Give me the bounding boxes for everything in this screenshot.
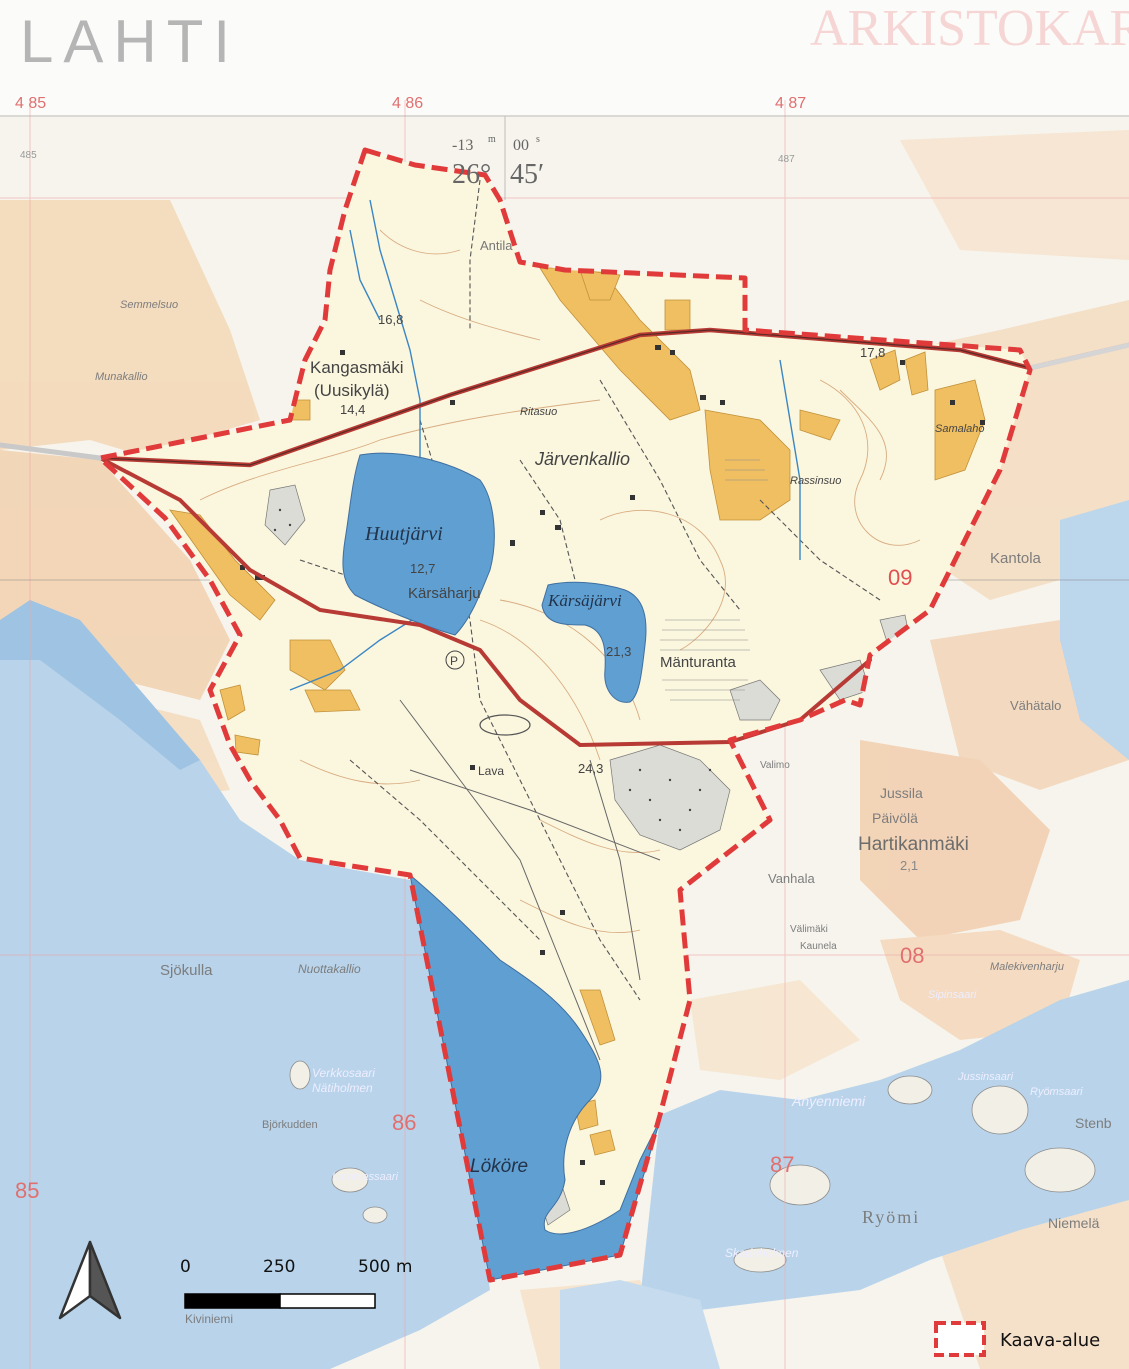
elev-4: 21,3 [606, 644, 631, 659]
lake-huutjarvi [342, 452, 495, 636]
label-natiholmen: Nätiholmen [312, 1081, 373, 1095]
label-vahatalo: Vähätalo [1010, 698, 1061, 713]
label-ryomsaari: Ryömsaari [1030, 1086, 1083, 1098]
label-verkkosaari: Verkkosaari [312, 1066, 375, 1080]
planning-area-fill [100, 150, 1030, 1280]
label-bjorkudden: Björkudden [262, 1119, 318, 1131]
label-lava: Lava [478, 764, 504, 778]
label-kangasmaki: Kangasmäki [310, 358, 404, 377]
scalebar-segment-black [184, 1293, 281, 1309]
label-ritasuo: Ritasuo [520, 406, 557, 418]
label-vanhala: Vanhala [768, 871, 816, 886]
label-kiviniemi: Kiviniemi [185, 1312, 233, 1326]
elev-6: 17,8 [860, 345, 885, 360]
label-hartikanmaki: Hartikanmäki [858, 834, 969, 855]
label-anyenniemi: Anyenniemi [791, 1093, 866, 1109]
label-lammassaari: Lammassaari [332, 1171, 399, 1183]
legend-swatch-boundary [934, 1321, 986, 1357]
grid-label-08: 08 [900, 943, 924, 968]
label-kantola: Kantola [990, 550, 1042, 567]
grid-label-small-1: 485 [20, 150, 37, 161]
label-lokore: Lököre [470, 1156, 528, 1177]
label-niemela: Niemelä [1048, 1215, 1100, 1231]
grid-label-85: 85 [15, 1178, 39, 1203]
grid-label-top-2: 4 86 [392, 95, 423, 112]
field-hatching [660, 459, 768, 701]
label-sjokulla: Sjökulla [160, 962, 213, 979]
streams [289, 199, 801, 691]
scalebar-segment-white [279, 1293, 376, 1309]
grid-label-86: 86 [392, 1110, 416, 1135]
label-karsaharju: Kärsäharju [408, 585, 481, 602]
legend-label: Kaava-alue [1000, 1330, 1100, 1351]
scalebar-tick-500: 500 m [358, 1257, 412, 1277]
label-antila: Antila [480, 238, 513, 253]
elev-7: 2,1 [900, 858, 918, 873]
label-uusikyla: (Uusikylä) [314, 381, 390, 400]
outer-place-labels: Kantola Vähätalo Jussila Päivölä Hartika… [95, 299, 1112, 1326]
label-samalaho: Samalaho [935, 423, 985, 435]
parking-icon-glyph: P [450, 654, 458, 668]
label-jarvenkallio: Järvenkallio [534, 449, 630, 469]
coord-lat-s-unit: s [536, 134, 540, 145]
label-manturanta: Mänturanta [660, 654, 737, 671]
elev-5: 24,3 [578, 761, 603, 776]
coord-lat-sec: 00 [513, 137, 529, 154]
coord-lon-min: 45′ [510, 159, 544, 190]
faded-stamp: ARKISTOKARTTA [810, 0, 1129, 57]
elevation-labels: 16,8 14,4 12,7 21,3 24,3 17,8 2,1 [340, 312, 918, 873]
place-labels: Kangasmäki (Uusikylä) Järvenkallio Huutj… [310, 238, 985, 1177]
elev-1: 16,8 [378, 312, 403, 327]
rock-dots [273, 508, 712, 832]
elev-2: 14,4 [340, 402, 365, 417]
scalebar-tick-0: 0 [180, 1257, 191, 1277]
parking-icon [445, 650, 465, 670]
scalebar: 0 250 500 m [180, 1257, 412, 1309]
label-paivola: Päivölä [872, 810, 918, 826]
legend: Kaava-alue [934, 1321, 1100, 1357]
label-ryomi: Ryömi [862, 1207, 920, 1227]
label-semmelsuo: Semmelsuo [120, 299, 178, 311]
tracks [399, 699, 661, 1061]
coord-lat-minutes: -13 [452, 137, 473, 154]
contour-lines [199, 229, 921, 934]
label-valimo: Valimo [760, 760, 790, 771]
label-munakallio: Munakallio [95, 371, 148, 383]
grid-label-top-3: 4 87 [775, 95, 806, 112]
label-skadaholmen: Skadaholmen [725, 1246, 799, 1260]
label-jussila: Jussila [880, 785, 923, 801]
planning-area-boundary [97, 147, 1033, 1283]
grid-label-87: 87 [770, 1152, 794, 1177]
label-nuottakallio: Nuottakallio [298, 962, 361, 976]
scalebar-tick-250: 250 [263, 1257, 295, 1277]
label-malekivenharju: Malekivenharju [990, 961, 1064, 973]
label-jussinsaari: Jussinsaari [957, 1071, 1014, 1083]
coord-lon-deg: 26° [452, 159, 491, 190]
north-arrow-icon [58, 1240, 122, 1320]
label-rassinsuo: Rassinsuo [790, 475, 841, 487]
coord-lat-m-unit: m [488, 134, 496, 145]
label-sipinsaari: Sipinsaari [928, 989, 977, 1001]
grid-label-small-2: 487 [778, 154, 795, 165]
lake-karsajarvi [541, 581, 647, 703]
map-title: LAHTI [20, 8, 240, 75]
label-huutjarvi: Huutjärvi [364, 523, 443, 545]
elev-3: 12,7 [410, 561, 435, 576]
label-valimaki: Välimäki [790, 924, 828, 935]
yellow-zones [169, 267, 986, 1156]
grid-label-09: 09 [888, 565, 912, 590]
top-margin [0, 0, 1129, 115]
label-karsajarvi: Kärsäjärvi [547, 591, 622, 610]
grid-label-top-1: 4 85 [15, 95, 46, 112]
label-stenb: Stenb [1075, 1115, 1112, 1131]
label-kaunela: Kaunela [800, 941, 837, 952]
